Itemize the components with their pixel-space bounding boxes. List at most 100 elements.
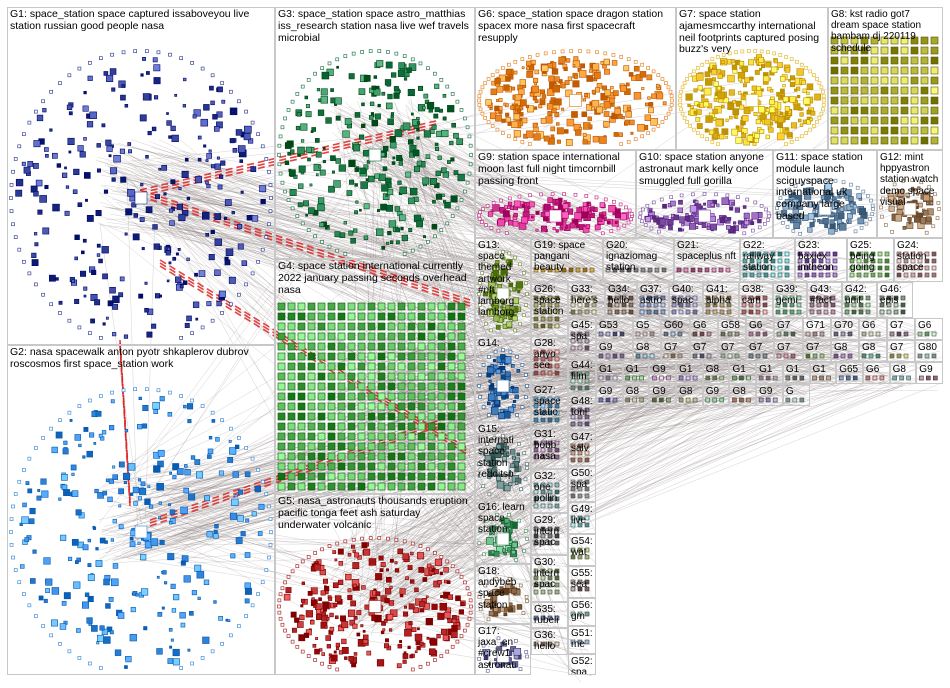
- group-box-g31: G31: bobb nasa: [531, 427, 568, 469]
- group-box-g55: G55: sea: [568, 566, 596, 598]
- edge: [127, 305, 688, 560]
- edge: [344, 370, 581, 492]
- edge: [391, 206, 710, 563]
- group-label: G1: [599, 364, 613, 375]
- group-label: G49: live: [571, 504, 593, 527]
- edge: [379, 346, 844, 637]
- group-label: G1: [732, 364, 746, 375]
- group-label: G25: being going: [850, 240, 875, 274]
- group-label: G36: hello: [534, 630, 556, 653]
- group-label: G9: station space international moon las…: [478, 151, 620, 187]
- edge: [379, 375, 841, 598]
- edge: [132, 146, 877, 333]
- group-box-g45: G45: spa: [568, 318, 596, 358]
- edge: [182, 201, 497, 290]
- group-box-g20: G20: ignaziomag station: [603, 238, 674, 282]
- group-label: G8: [625, 386, 640, 397]
- group-box-g51: G51: me: [568, 626, 596, 654]
- edge: [134, 215, 637, 352]
- edge: [185, 344, 836, 536]
- group-label: G52: spa: [571, 656, 593, 675]
- edge: [130, 155, 591, 428]
- group-box-g2: G2: nasa spacewalk anton pyotr shkaplero…: [7, 345, 275, 675]
- group-box-g50: G50: spa: [568, 466, 596, 502]
- group-box-g32: G32: one pollin: [531, 469, 568, 513]
- group-label: G80: [918, 342, 937, 353]
- edge: [400, 209, 910, 364]
- group-label: G7: space station ajamesmccarthy interna…: [679, 8, 820, 56]
- edge: [170, 162, 758, 386]
- group-box-g76: G8: [831, 340, 859, 362]
- edge: [151, 337, 840, 493]
- edge: [361, 97, 580, 272]
- edge: [332, 477, 513, 571]
- edge: [409, 165, 850, 387]
- group-label: G9: [599, 386, 613, 397]
- group-label: G4: space station international currentl…: [278, 260, 467, 296]
- edge: [411, 366, 809, 369]
- group-box-g68: G9: [596, 340, 633, 362]
- edge: [98, 160, 755, 364]
- edge: [347, 122, 795, 346]
- edge: [347, 128, 802, 406]
- edge: [330, 355, 751, 580]
- edge: [146, 212, 770, 407]
- edge: [412, 371, 910, 376]
- group-box-g84: G8: [702, 362, 730, 384]
- group-box-g37: G37: astro: [637, 282, 669, 318]
- group-label: G1: space_station space captured issabov…: [10, 8, 250, 32]
- edge: [119, 160, 598, 374]
- edge: [155, 361, 899, 507]
- edge: [345, 131, 939, 335]
- edge: [149, 277, 920, 508]
- edge: [360, 339, 576, 600]
- group-label: G6: [749, 320, 763, 331]
- edge: [370, 211, 836, 609]
- group-label: G14:: [478, 338, 500, 349]
- edge: [105, 489, 576, 655]
- edge: [181, 165, 699, 337]
- group-label: G13: space themed artwork #nft lamborg l…: [478, 240, 515, 319]
- edge: [120, 150, 623, 395]
- group-box-g73: G7: [746, 340, 774, 362]
- edge: [144, 171, 699, 407]
- group-label: G9: [599, 342, 613, 353]
- edge: [122, 190, 514, 290]
- group-box-g30: G30: intern spac: [531, 555, 568, 602]
- group-label: G7: [806, 342, 820, 353]
- edge: [108, 340, 707, 551]
- edge: [126, 176, 835, 359]
- edge: [99, 193, 570, 590]
- edge: [389, 345, 546, 578]
- group-box-g94: G8: [622, 384, 650, 406]
- edge: [96, 142, 538, 405]
- edge: [365, 277, 632, 583]
- edge: [116, 184, 596, 415]
- edge: [401, 275, 927, 341]
- edge: [393, 353, 825, 609]
- edge: [339, 448, 559, 557]
- edge: [403, 135, 639, 385]
- edge: [399, 527, 595, 589]
- group-label: G41: alpha: [706, 284, 731, 307]
- group-box-g1: G1: space_station space captured issabov…: [7, 7, 275, 345]
- group-label: G19: space pangani beauty: [534, 240, 586, 274]
- edge: [135, 196, 559, 630]
- edge: [383, 313, 610, 554]
- group-box-g49: G49: live: [568, 502, 596, 534]
- edge: [113, 178, 642, 372]
- group-label: G8: [862, 342, 876, 353]
- group-label: G56: gm: [571, 600, 593, 623]
- edge: [96, 96, 583, 492]
- edge: [138, 519, 350, 633]
- edge: [336, 377, 906, 627]
- edge: [360, 151, 892, 330]
- edge: [370, 276, 926, 549]
- edge: [366, 129, 556, 416]
- group-label: G44: film: [571, 360, 593, 383]
- edge: [128, 166, 629, 412]
- edge: [339, 163, 832, 385]
- group-label: G45: spa: [571, 320, 593, 343]
- edge: [386, 141, 547, 580]
- edge: [383, 371, 820, 582]
